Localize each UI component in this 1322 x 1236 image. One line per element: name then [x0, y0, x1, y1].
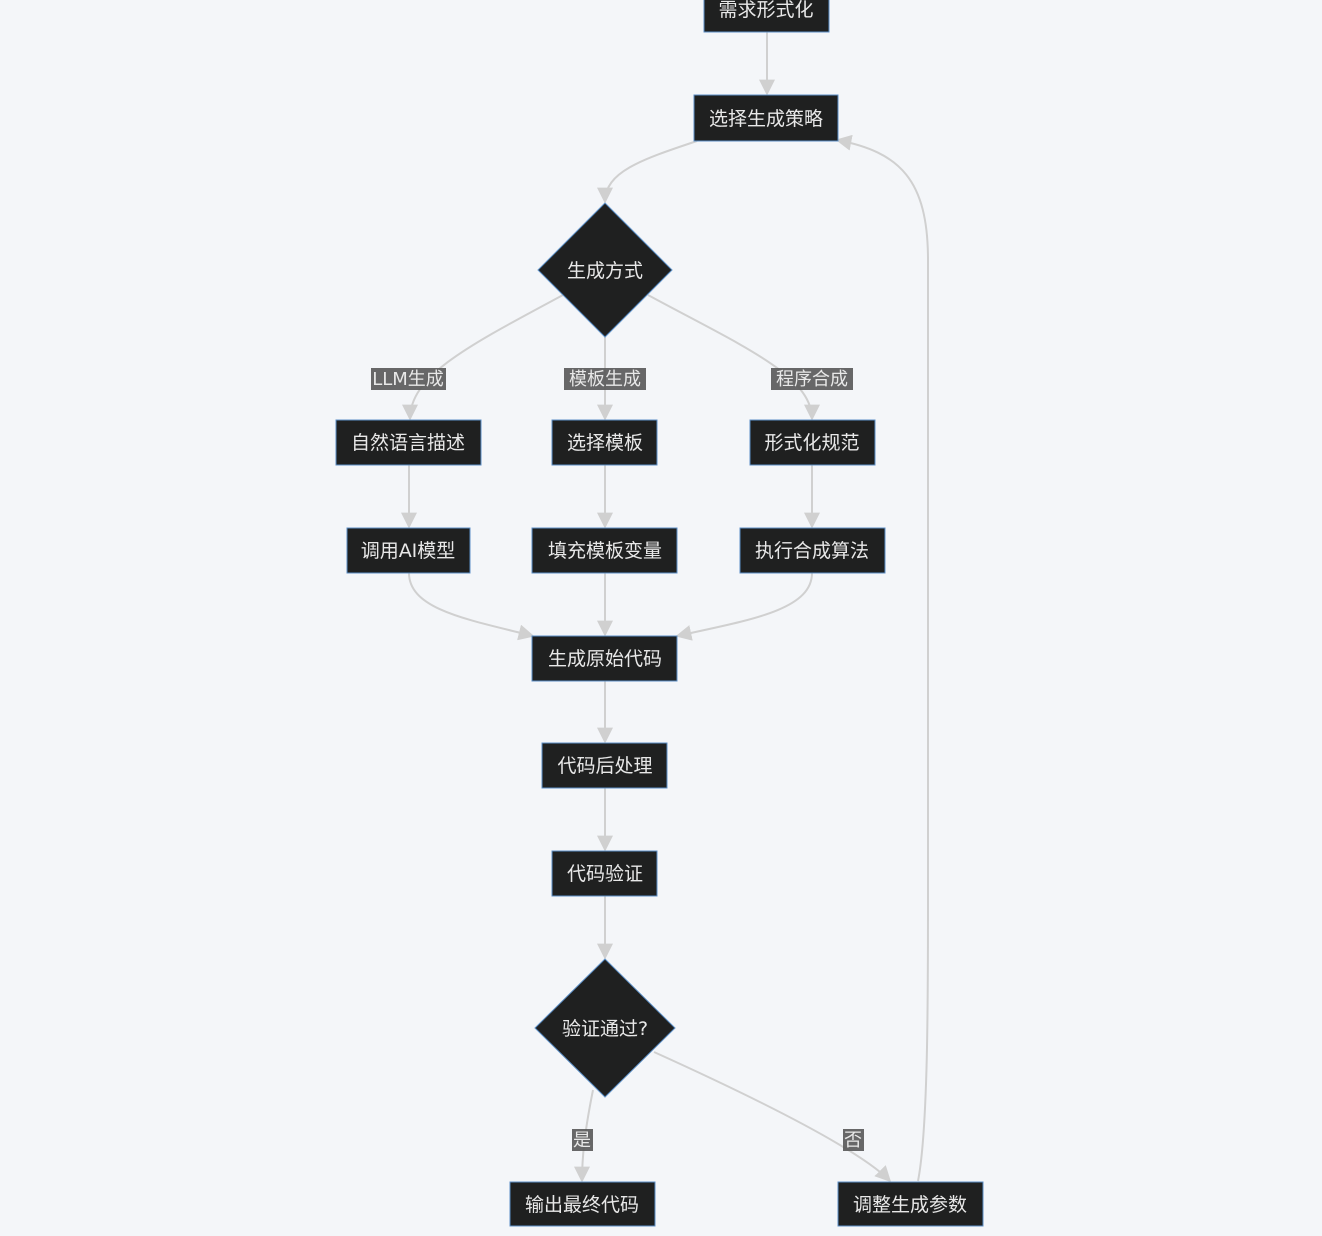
edge-label-llm: LLM生成	[371, 368, 446, 390]
edge-synthesis-to-raw	[675, 572, 813, 641]
edge-strategy-to-method	[597, 140, 698, 204]
nodes: 需求形式化 选择生成策略 生成方式 自然语言描述 选择模板 形式化规范 调用AI…	[335, 0, 984, 1227]
edge-method-to-nl	[402, 294, 564, 421]
edge-adjust-to-strategy	[835, 134, 929, 1182]
node-call-ai-label: 调用AI模型	[361, 540, 456, 562]
node-nl-desc: 自然语言描述	[335, 419, 482, 466]
node-run-synthesis: 执行合成算法	[739, 527, 886, 574]
edge-label-synthesis-text: 程序合成	[776, 369, 848, 390]
node-raw-code: 生成原始代码	[531, 635, 678, 682]
edge-label-synthesis: 程序合成	[771, 368, 853, 390]
node-formalize-label: 需求形式化	[718, 0, 813, 21]
node-output: 输出最终代码	[509, 1181, 656, 1227]
edge-method-to-spec	[647, 294, 820, 421]
node-verify-pass: 验证通过?	[534, 958, 676, 1098]
node-fill-template: 填充模板变量	[531, 527, 678, 574]
edge-labels: LLM生成 模板生成 程序合成 是 否	[371, 368, 864, 1151]
node-verify-label: 代码验证	[567, 863, 643, 885]
node-raw-code-label: 生成原始代码	[548, 648, 662, 670]
node-run-synthesis-label: 执行合成算法	[755, 540, 869, 562]
node-fill-template-label: 填充模板变量	[548, 540, 662, 562]
node-nl-desc-label: 自然语言描述	[351, 432, 465, 454]
node-adjust-label: 调整生成参数	[853, 1194, 967, 1216]
edge-label-yes: 是	[572, 1129, 593, 1151]
node-output-label: 输出最终代码	[525, 1194, 639, 1216]
node-gen-method-label: 生成方式	[567, 260, 643, 282]
node-adjust: 调整生成参数	[837, 1181, 984, 1227]
edge-label-template-text: 模板生成	[569, 369, 641, 390]
node-verify: 代码验证	[551, 850, 658, 897]
node-select-template-label: 选择模板	[567, 432, 643, 454]
node-formalize: 需求形式化	[703, 0, 830, 33]
node-post-process-label: 代码后处理	[557, 755, 652, 777]
edges	[401, 32, 929, 1183]
node-select-strategy-label: 选择生成策略	[709, 108, 823, 130]
node-gen-method: 生成方式	[537, 202, 673, 338]
edge-label-llm-text: LLM生成	[372, 369, 444, 390]
node-verify-pass-label: 验证通过?	[562, 1018, 648, 1040]
node-formal-spec-label: 形式化规范	[764, 432, 859, 454]
edge-label-template: 模板生成	[564, 368, 646, 390]
node-post-process: 代码后处理	[541, 742, 668, 789]
edge-ai-to-raw	[408, 572, 535, 641]
node-call-ai: 调用AI模型	[346, 527, 471, 574]
node-select-template: 选择模板	[551, 419, 658, 466]
node-select-strategy: 选择生成策略	[693, 94, 839, 142]
edge-pass-to-adjust	[653, 1051, 892, 1183]
node-formal-spec: 形式化规范	[749, 419, 876, 466]
edge-label-no: 否	[843, 1129, 864, 1151]
edge-label-no-text: 否	[844, 1130, 862, 1151]
edge-label-yes-text: 是	[573, 1130, 591, 1151]
